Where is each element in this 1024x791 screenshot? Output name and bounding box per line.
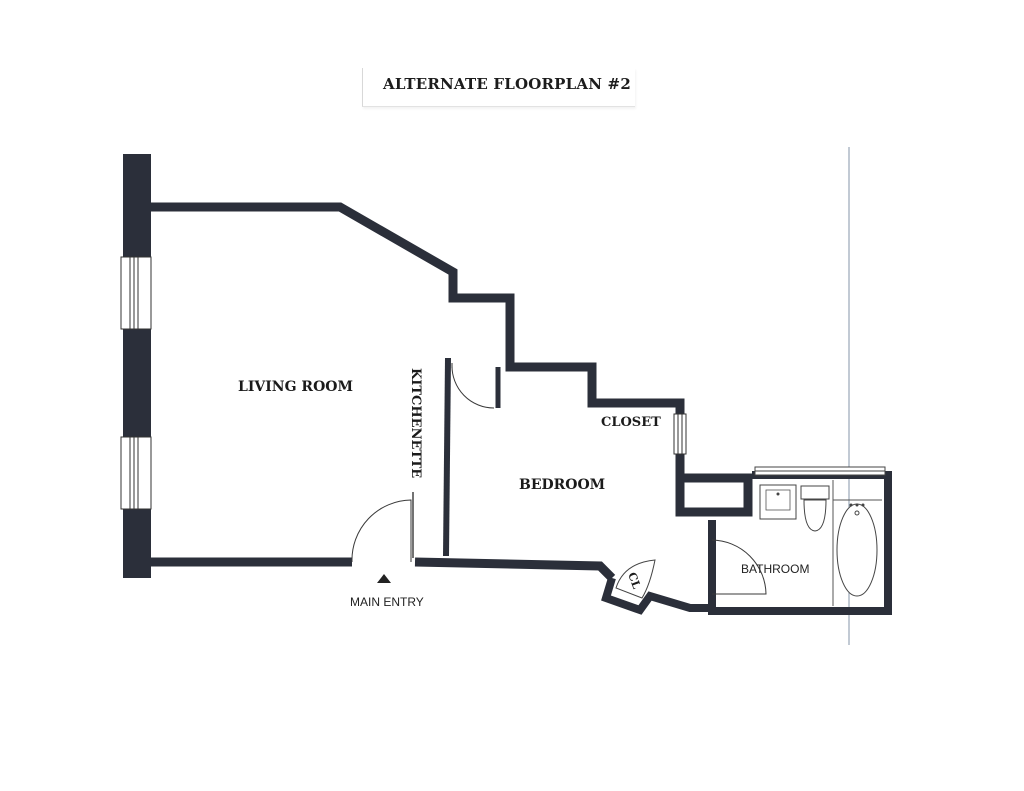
exterior-wall-left (123, 154, 151, 578)
bathroom-storage-wall (675, 470, 753, 517)
partition-wall-kitchen (443, 357, 451, 557)
exterior-wall-top (151, 202, 685, 470)
label-main-entry: MAIN ENTRY (350, 595, 424, 609)
bedroom-door[interactable] (451, 364, 495, 409)
label-bathroom: BATHROOM (741, 562, 809, 576)
triangle-up-icon (377, 574, 391, 583)
toilet-icon (800, 485, 830, 532)
closet-window (673, 413, 687, 455)
window-lower (120, 436, 152, 510)
plan-title: ALTERNATE FLOORPLAN #2 (383, 75, 631, 93)
label-living-room: LIVING ROOM (238, 379, 353, 395)
window-upper (120, 256, 152, 330)
exterior-wall-bottom-mid (414, 557, 616, 582)
exterior-wall-bottom-right (601, 576, 712, 615)
bathtub-icon (836, 503, 878, 597)
bathroom-door[interactable] (711, 539, 767, 595)
label-closet: CLOSET (601, 415, 661, 430)
label-small-closet: CL (625, 571, 643, 591)
bathroom-window (754, 466, 886, 476)
main-entry-door[interactable] (351, 499, 412, 563)
label-kitchenette: KITCHENETTE (408, 368, 423, 478)
title-card: ALTERNATE FLOORPLAN #2 (362, 68, 635, 107)
label-bedroom: BEDROOM (519, 477, 605, 493)
small-closet-door[interactable] (615, 559, 656, 599)
